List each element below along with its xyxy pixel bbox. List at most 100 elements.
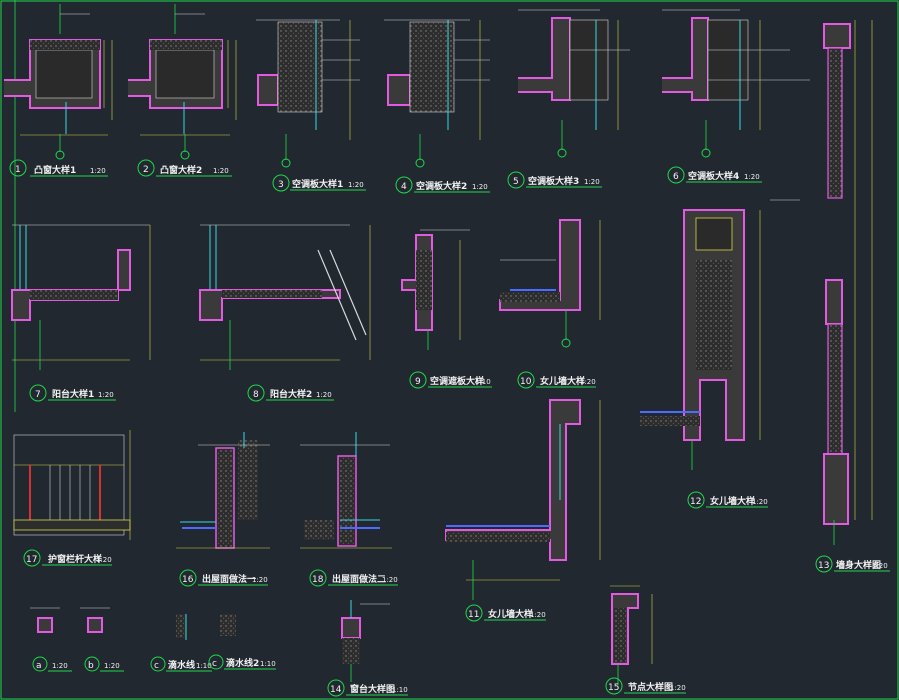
svg-text:1:10: 1:10 xyxy=(196,662,212,670)
small-details-drawing xyxy=(30,607,236,640)
svg-text:18: 18 xyxy=(312,575,324,585)
svg-text:空调板大样2: 空调板大样2 xyxy=(416,180,467,192)
svg-text:女儿墙大样: 女儿墙大样 xyxy=(488,608,533,620)
svg-text:4: 4 xyxy=(401,182,407,192)
detail-11-title: 11 女儿墙大样 1:20 xyxy=(465,604,546,622)
svg-text:阳台大样1: 阳台大样1 xyxy=(52,388,94,400)
svg-text:1:20: 1:20 xyxy=(872,562,888,570)
detail-5-title: 5 空调板大样3 1:20 xyxy=(507,171,602,189)
svg-text:1:20: 1:20 xyxy=(98,391,114,399)
svg-text:1:20: 1:20 xyxy=(104,662,120,670)
detail-3-title: 3 空调板大样1 1:20 xyxy=(272,174,366,192)
svg-text:1:20: 1:20 xyxy=(472,183,488,191)
detail-18-title: 18 出屋面做法二 1:20 xyxy=(309,569,398,587)
svg-text:空调板大样1: 空调板大样1 xyxy=(292,178,343,190)
svg-text:滴水线2: 滴水线2 xyxy=(226,657,259,669)
svg-text:凸窗大样1: 凸窗大样1 xyxy=(34,164,76,176)
svg-text:空调板大样3: 空调板大样3 xyxy=(528,175,579,187)
svg-text:1:10: 1:10 xyxy=(475,378,491,386)
detail-18-drawing xyxy=(300,432,392,549)
detail-10-drawing xyxy=(499,219,601,348)
detail-11-drawing xyxy=(445,399,601,600)
svg-text:空调板大样4: 空调板大样4 xyxy=(688,170,739,182)
svg-text:11: 11 xyxy=(468,610,479,620)
svg-text:10: 10 xyxy=(520,377,532,387)
svg-text:1:20: 1:20 xyxy=(670,684,686,692)
svg-text:女儿墙大样: 女儿墙大样 xyxy=(540,375,585,387)
svg-text:8: 8 xyxy=(253,390,259,400)
small-detail-b-title: b 1:20 xyxy=(84,656,124,672)
detail-1-drawing xyxy=(4,4,113,160)
detail-17-drawing xyxy=(13,430,131,540)
svg-text:9: 9 xyxy=(415,377,421,387)
detail-15-drawing xyxy=(610,585,653,685)
small-detail-c2-title: c 滴水线2 1:10 xyxy=(208,654,276,670)
svg-text:1:20: 1:20 xyxy=(96,556,112,564)
detail-1-title: 1 凸窗大样1 1:20 xyxy=(9,159,108,177)
detail-4-drawing xyxy=(384,19,490,168)
small-detail-a-title: a 1:20 xyxy=(32,656,72,672)
svg-text:凸窗大样2: 凸窗大样2 xyxy=(160,164,202,176)
detail-7-drawing xyxy=(11,224,151,370)
svg-text:空调遮板大样: 空调遮板大样 xyxy=(430,375,484,387)
svg-text:1:20: 1:20 xyxy=(52,662,68,670)
svg-text:16: 16 xyxy=(182,575,194,585)
svg-text:5: 5 xyxy=(513,177,519,187)
svg-text:1:20: 1:20 xyxy=(348,181,364,189)
detail-4-title: 4 空调板大样2 1:20 xyxy=(395,176,490,194)
svg-text:1:10: 1:10 xyxy=(392,686,408,694)
svg-text:c: c xyxy=(154,661,159,671)
detail-8-title: 8 阳台大样2 1:20 xyxy=(247,384,334,402)
svg-text:1:20: 1:20 xyxy=(316,391,332,399)
svg-text:1:20: 1:20 xyxy=(744,173,760,181)
detail-2-title: 2 凸窗大样2 1:20 xyxy=(137,159,232,177)
svg-text:b: b xyxy=(88,661,94,671)
detail-6-drawing xyxy=(662,9,810,158)
detail-8-drawing xyxy=(199,224,371,370)
svg-text:节点大样图: 节点大样图 xyxy=(628,681,673,693)
svg-text:阳台大样2: 阳台大样2 xyxy=(270,388,312,400)
svg-text:1:20: 1:20 xyxy=(213,167,229,175)
svg-text:12: 12 xyxy=(690,497,701,507)
svg-text:1:20: 1:20 xyxy=(580,378,596,386)
svg-text:1:20: 1:20 xyxy=(252,576,268,584)
detail-12-title: 12 女儿墙大样 1:20 xyxy=(687,491,768,509)
svg-text:7: 7 xyxy=(35,390,41,400)
detail-15-title: 15 节点大样图 1:20 xyxy=(605,677,686,695)
svg-text:1: 1 xyxy=(15,165,21,175)
detail-5-drawing xyxy=(518,9,630,158)
svg-text:窗台大样图: 窗台大样图 xyxy=(350,683,395,695)
svg-text:6: 6 xyxy=(673,172,679,182)
svg-text:1:20: 1:20 xyxy=(752,498,768,506)
svg-text:15: 15 xyxy=(608,683,619,693)
svg-text:13: 13 xyxy=(818,561,829,571)
detail-10-title: 10 女儿墙大样 1:20 xyxy=(517,371,596,389)
detail-16-title: 16 出屋面做法一 1:20 xyxy=(179,569,268,587)
svg-text:滴水线: 滴水线 xyxy=(168,659,195,671)
detail-9-title: 9 空调遮板大样 1:10 xyxy=(409,371,492,389)
svg-text:女儿墙大样: 女儿墙大样 xyxy=(710,495,755,507)
detail-16-drawing xyxy=(176,432,270,549)
svg-text:c: c xyxy=(212,659,217,669)
svg-text:1:20: 1:20 xyxy=(584,178,600,186)
detail-3-drawing xyxy=(256,19,360,168)
svg-text:a: a xyxy=(36,661,42,671)
svg-text:1:10: 1:10 xyxy=(260,660,276,668)
detail-17-title: 17 护窗栏杆大样 1:20 xyxy=(23,549,112,567)
svg-text:护窗栏杆大样: 护窗栏杆大样 xyxy=(48,553,102,565)
detail-13-title: 13 墙身大样图 1:20 xyxy=(815,555,890,573)
detail-14-title: 14 窗台大样图 1:10 xyxy=(327,679,408,697)
svg-text:14: 14 xyxy=(330,685,342,695)
svg-text:出屋面做法一: 出屋面做法一 xyxy=(202,573,256,585)
detail-13-drawing xyxy=(823,20,873,545)
svg-text:3: 3 xyxy=(278,180,284,190)
svg-text:出屋面做法二: 出屋面做法二 xyxy=(332,573,386,585)
svg-text:1:20: 1:20 xyxy=(382,576,398,584)
svg-text:墙身大样图: 墙身大样图 xyxy=(836,559,881,571)
svg-text:17: 17 xyxy=(26,555,37,565)
svg-text:2: 2 xyxy=(143,165,149,175)
